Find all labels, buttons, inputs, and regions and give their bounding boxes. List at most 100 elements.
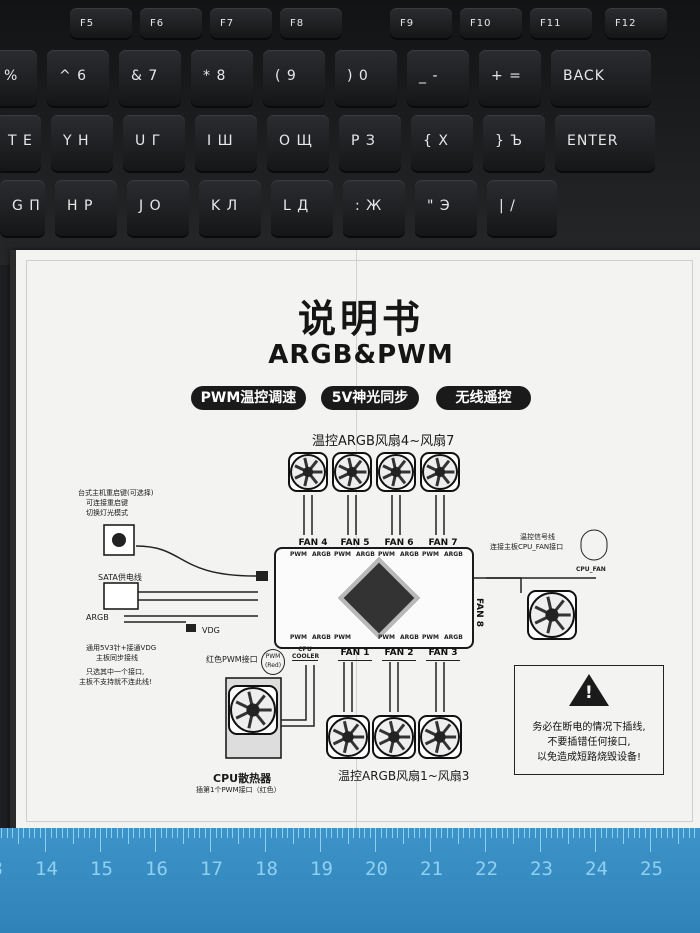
ruler-tick bbox=[292, 828, 294, 844]
ruler-tick bbox=[644, 828, 646, 838]
hub-port-bottom-6: PWM bbox=[422, 634, 439, 641]
cpu-cooler-cable bbox=[281, 665, 315, 727]
ruler-tick bbox=[633, 828, 635, 838]
bottom-fan-1-hub bbox=[342, 731, 354, 743]
cpu-cooler-sub: 插第1个PWM接口（红色） bbox=[196, 786, 281, 794]
ruler-tick bbox=[463, 828, 464, 838]
key-label: F5 bbox=[80, 18, 95, 29]
ruler-tick bbox=[72, 828, 74, 844]
ruler-tick bbox=[545, 828, 547, 838]
key-label: : Ж bbox=[355, 198, 383, 214]
pwm-red-circle: PWM (Red) bbox=[261, 649, 285, 675]
key-row0-0: % bbox=[0, 50, 37, 106]
ruler-tick bbox=[485, 828, 486, 852]
ruler-tick bbox=[402, 828, 404, 844]
key-label: { Х bbox=[423, 133, 449, 149]
ruler-tick bbox=[193, 828, 195, 838]
feature-pill-pwm: PWM温控调速 bbox=[191, 386, 306, 410]
ruler-tick bbox=[655, 828, 657, 838]
key-row2-7: | / bbox=[487, 180, 557, 236]
key-row1-2: U Г bbox=[123, 115, 185, 171]
key-row2-1: H Р bbox=[55, 180, 117, 236]
key-label: F10 bbox=[470, 18, 492, 29]
sheet-border bbox=[26, 260, 693, 822]
bottom-fan-2-hub bbox=[388, 731, 400, 743]
vdg-label: VDG bbox=[202, 626, 220, 635]
feature-pill-sync: 5V神光同步 bbox=[321, 386, 419, 410]
reset-button-dot bbox=[112, 533, 126, 547]
ruler-tick bbox=[12, 828, 13, 838]
ruler-tick bbox=[61, 828, 63, 838]
key-label: * 8 bbox=[203, 68, 227, 84]
ruler-tick bbox=[452, 828, 453, 838]
ruler-tick bbox=[138, 828, 140, 838]
key-label: _ - bbox=[419, 68, 439, 84]
ruler-number: 22 bbox=[475, 858, 498, 880]
key-row1-7: } Ъ bbox=[483, 115, 545, 171]
key-label: F7 bbox=[220, 18, 235, 29]
key-label: ENTER bbox=[567, 133, 619, 149]
manual-title: 说明书 bbox=[297, 297, 424, 341]
reset-cable bbox=[135, 545, 257, 577]
ruler-tick bbox=[540, 828, 541, 852]
ruler-tick bbox=[534, 828, 536, 838]
warning-icon bbox=[569, 674, 609, 706]
hub-port-top-1: PWM bbox=[290, 551, 307, 558]
key-row0-5: ) 0 bbox=[335, 50, 397, 106]
signal-cable bbox=[472, 577, 522, 593]
fold-line bbox=[356, 250, 357, 832]
ruler-tick bbox=[336, 828, 338, 838]
ruler-tick bbox=[419, 828, 420, 838]
reset-plug bbox=[256, 571, 268, 581]
key-label: " Э bbox=[427, 198, 451, 214]
ruler-tick bbox=[265, 828, 266, 852]
ruler-tick bbox=[149, 828, 151, 838]
key-label: ( 9 bbox=[275, 68, 297, 84]
vdg-plug bbox=[186, 624, 196, 632]
key-label: F12 bbox=[615, 18, 637, 29]
key-label: F6 bbox=[150, 18, 165, 29]
ruler-tick bbox=[523, 828, 525, 838]
key-label: Y H bbox=[63, 133, 90, 149]
ruler-tick bbox=[298, 828, 299, 838]
key-row0-2: & 7 bbox=[119, 50, 181, 106]
ruler-number: 24 bbox=[585, 858, 608, 880]
ruler-number: 17 bbox=[200, 858, 223, 880]
key-row2-5: : Ж bbox=[343, 180, 405, 236]
key-f12: F12 bbox=[605, 8, 667, 38]
ruler-tick bbox=[89, 828, 90, 838]
ruler-tick bbox=[182, 828, 184, 844]
ruler-tick bbox=[78, 828, 79, 838]
key-row0-7: + = bbox=[479, 50, 541, 106]
ruler-tick bbox=[6, 828, 8, 838]
fan-2-label: FAN 2 bbox=[382, 648, 416, 661]
key-row2-4: L Д bbox=[271, 180, 333, 236]
sata-connector bbox=[103, 582, 139, 610]
ruler: 13141516171819202122232425 bbox=[0, 828, 700, 933]
key-row2-2: J О bbox=[127, 180, 189, 236]
ruler-tick bbox=[122, 828, 123, 838]
controller-hub bbox=[274, 547, 474, 649]
ruler-tick bbox=[606, 828, 607, 838]
ruler-tick bbox=[628, 828, 629, 838]
top-cable-4 bbox=[303, 495, 313, 535]
bottom-fan-group-label: 温控ARGB风扇1~风扇3 bbox=[338, 769, 470, 783]
key-label: G П bbox=[12, 198, 41, 214]
ruler-tick bbox=[490, 828, 492, 838]
reset-note-1: 台式主机重启键(可选择) bbox=[78, 489, 154, 497]
key-row0-8: BACK bbox=[551, 50, 651, 106]
ruler-tick bbox=[100, 828, 101, 852]
key-row2-0: G П bbox=[0, 180, 45, 236]
ruler-tick bbox=[529, 828, 530, 838]
key-row0-6: _ - bbox=[407, 50, 469, 106]
ruler-tick bbox=[56, 828, 57, 838]
bottom-cable-2 bbox=[389, 662, 399, 712]
key-row1-8: ENTER bbox=[555, 115, 655, 171]
ruler-tick bbox=[551, 828, 552, 838]
hub-port-top-2: ARGB bbox=[312, 551, 331, 558]
key-row1-3: I Ш bbox=[195, 115, 257, 171]
reset-note-2: 可连接重启键 bbox=[86, 499, 128, 507]
ruler-tick bbox=[683, 828, 684, 838]
reset-note-3: 切换灯光模式 bbox=[86, 509, 128, 517]
instruction-sheet: 说明书 ARGB&PWM PWM温控调速 5V神光同步 无线遥控 温控ARGB风… bbox=[10, 250, 700, 832]
